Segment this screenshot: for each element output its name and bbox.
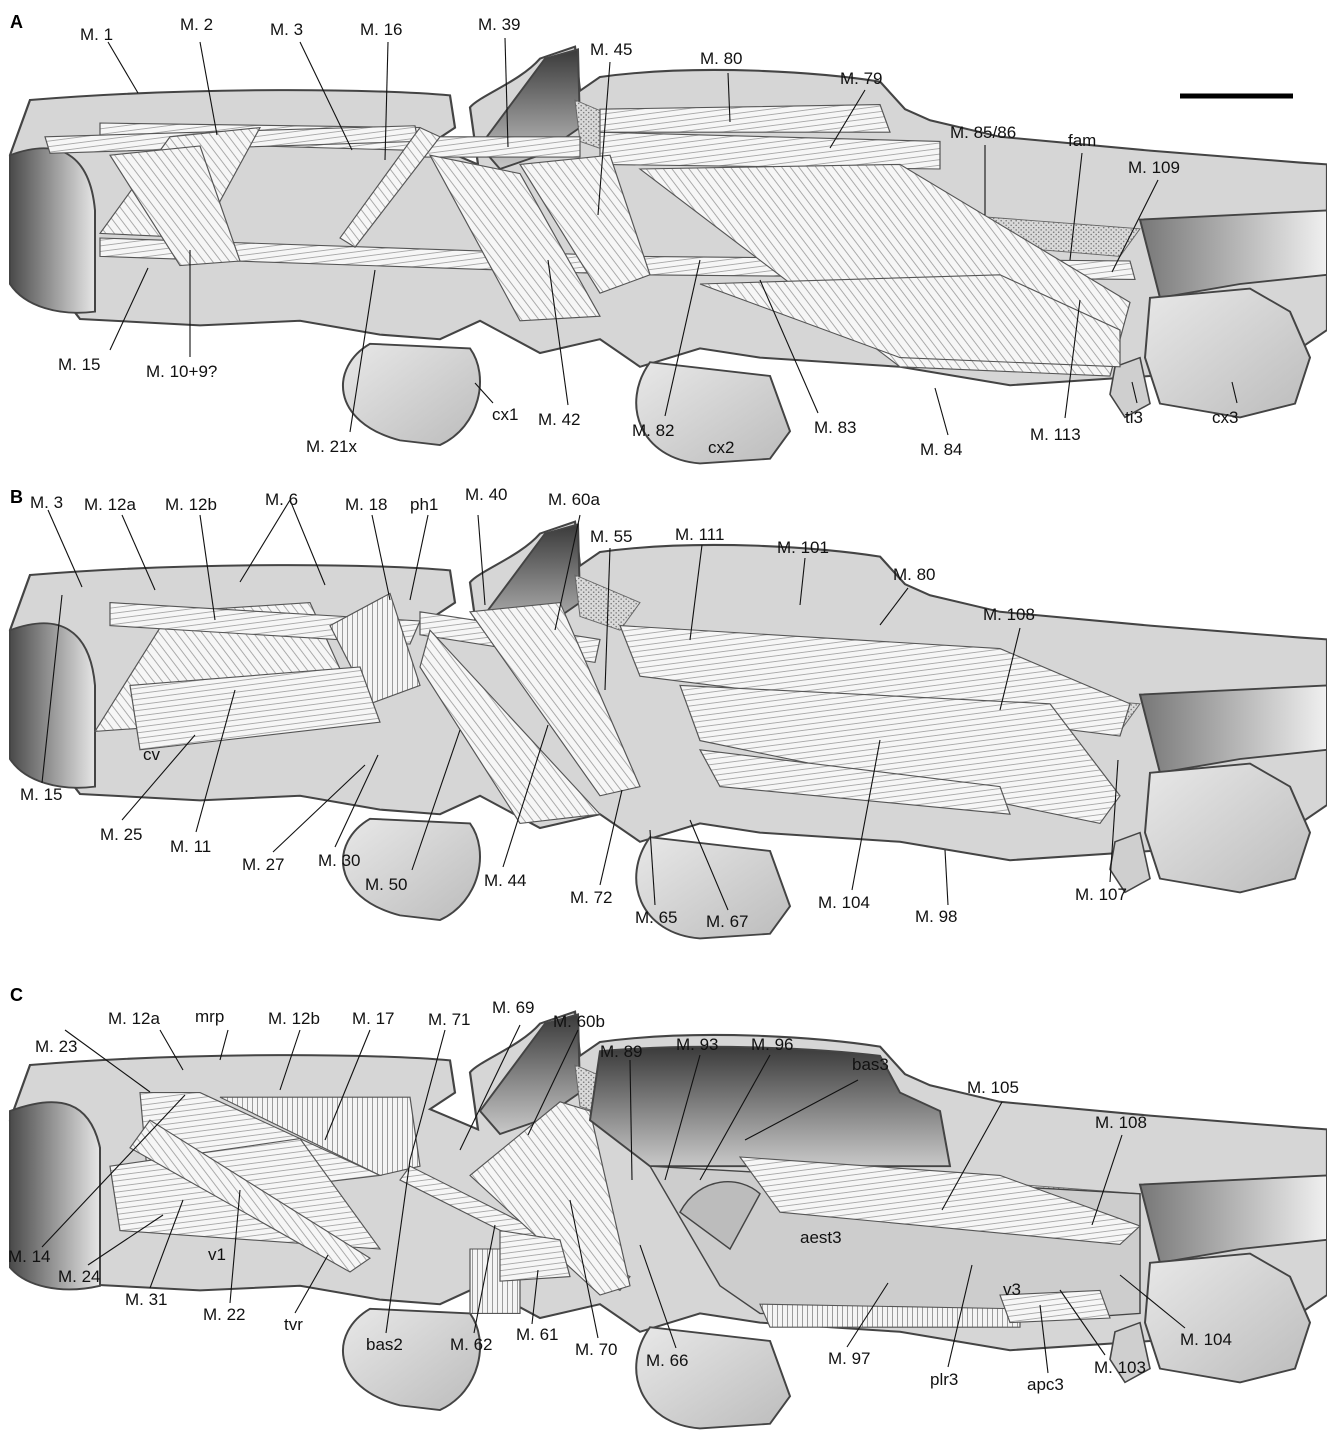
- label-c-m89: M. 89: [600, 1042, 643, 1061]
- label-c-v3: v3: [1003, 1280, 1021, 1299]
- label-c-apc3: apc3: [1027, 1375, 1064, 1394]
- label-c-m93: M. 93: [676, 1035, 719, 1054]
- label-c-m61: M. 61: [516, 1325, 559, 1344]
- label-c-m69: M. 69: [492, 998, 535, 1017]
- label-c-m103: M. 103: [1094, 1358, 1146, 1377]
- label-b-m108: M. 108: [983, 605, 1035, 624]
- label-b-cv: cv: [143, 745, 161, 764]
- label-a-m3: M. 3: [270, 20, 303, 39]
- label-b-m30: M. 30: [318, 851, 361, 870]
- label-a-m21x: M. 21x: [306, 437, 358, 456]
- panel-label-a: A: [10, 12, 23, 32]
- label-b-m12b: M. 12b: [165, 495, 217, 514]
- label-a-m79: M. 79: [840, 69, 883, 88]
- label-c-m70: M. 70: [575, 1340, 618, 1359]
- label-c-m104: M. 104: [1180, 1330, 1232, 1349]
- label-a-m39: M. 39: [478, 15, 521, 34]
- label-c-m105: M. 105: [967, 1078, 1019, 1097]
- panel-label-c: C: [10, 985, 23, 1005]
- label-c-m60b: M. 60b: [553, 1012, 605, 1031]
- label-b-m98: M. 98: [915, 907, 958, 926]
- label-c-bas2: bas2: [366, 1335, 403, 1354]
- label-a-cx1: cx1: [492, 405, 518, 424]
- panel-a: A: [10, 12, 1327, 463]
- label-a-m85-86: M. 85/86: [950, 123, 1016, 142]
- label-a-fam: fam: [1068, 131, 1096, 150]
- label-b-m40: M. 40: [465, 485, 508, 504]
- label-b-m11: M. 11: [170, 837, 211, 856]
- label-a-m16: M. 16: [360, 20, 403, 39]
- label-b-m50: M. 50: [365, 875, 408, 894]
- panel-label-b: B: [10, 487, 23, 507]
- panel-c: C: [8, 985, 1327, 1428]
- label-b-m27: M. 27: [242, 855, 285, 874]
- label-b-m101: M. 101: [777, 538, 829, 557]
- label-a-m2: M. 2: [180, 15, 213, 34]
- label-c-tvr: tvr: [284, 1315, 303, 1334]
- thorax-drawing-b: [10, 522, 1327, 939]
- label-c-m66: M. 66: [646, 1351, 689, 1370]
- label-c-m71: M. 71: [428, 1010, 471, 1029]
- label-b-m67: M. 67: [706, 912, 749, 931]
- label-b-m111: M. 111: [675, 525, 724, 544]
- label-c-m96: M. 96: [751, 1035, 794, 1054]
- label-a-m45: M. 45: [590, 40, 633, 59]
- label-a-m15: M. 15: [58, 355, 101, 374]
- label-b-m44: M. 44: [484, 871, 527, 890]
- label-c-m31: M. 31: [125, 1290, 168, 1309]
- label-a-m83: M. 83: [814, 418, 857, 437]
- label-a-ti3: ti3: [1125, 408, 1143, 427]
- label-a-m109: M. 109: [1128, 158, 1180, 177]
- label-b-m104: M. 104: [818, 893, 870, 912]
- label-b-m72: M. 72: [570, 888, 613, 907]
- label-c-m24: M. 24: [58, 1267, 101, 1286]
- label-c-m23: M. 23: [35, 1037, 78, 1056]
- label-a-m84: M. 84: [920, 440, 963, 459]
- label-c-m62: M. 62: [450, 1335, 493, 1354]
- label-b-ph1: ph1: [410, 495, 438, 514]
- label-a-cx2: cx2: [708, 438, 734, 457]
- label-c-m14: M. 14: [8, 1247, 51, 1266]
- label-c-m108: M. 108: [1095, 1113, 1147, 1132]
- label-b-m18: M. 18: [345, 495, 388, 514]
- label-c-bas3: bas3: [852, 1055, 889, 1074]
- panel-b: B: [10, 485, 1327, 938]
- label-b-m80: M. 80: [893, 565, 936, 584]
- label-c-m17: M. 17: [352, 1009, 395, 1028]
- label-a-m10-9: M. 10+9?: [146, 362, 217, 381]
- label-c-m12a: M. 12a: [108, 1009, 161, 1028]
- label-c-v1: v1: [208, 1245, 226, 1264]
- label-c-m22: M. 22: [203, 1305, 246, 1324]
- label-b-m107: M. 107: [1075, 885, 1127, 904]
- label-c-mrp: mrp: [195, 1007, 224, 1026]
- label-b-m60a: M. 60a: [548, 490, 601, 509]
- label-c-m12b: M. 12b: [268, 1009, 320, 1028]
- label-b-m25: M. 25: [100, 825, 143, 844]
- label-a-m80: M. 80: [700, 49, 743, 68]
- label-c-aest3: aest3: [800, 1228, 842, 1247]
- label-a-cx3: cx3: [1212, 408, 1238, 427]
- label-b-m15: M. 15: [20, 785, 63, 804]
- label-b-m65: M. 65: [635, 908, 678, 927]
- label-b-m12a: M. 12a: [84, 495, 137, 514]
- label-c-m97: M. 97: [828, 1349, 871, 1368]
- label-a-m113: M. 113: [1030, 425, 1081, 444]
- label-a-m42: M. 42: [538, 410, 581, 429]
- label-c-plr3: plr3: [930, 1370, 958, 1389]
- label-b-m6: M. 6: [265, 490, 298, 509]
- label-b-m55: M. 55: [590, 527, 633, 546]
- label-a-m1: M. 1: [80, 25, 113, 44]
- label-b-m3: M. 3: [30, 493, 63, 512]
- label-a-m82: M. 82: [632, 421, 675, 440]
